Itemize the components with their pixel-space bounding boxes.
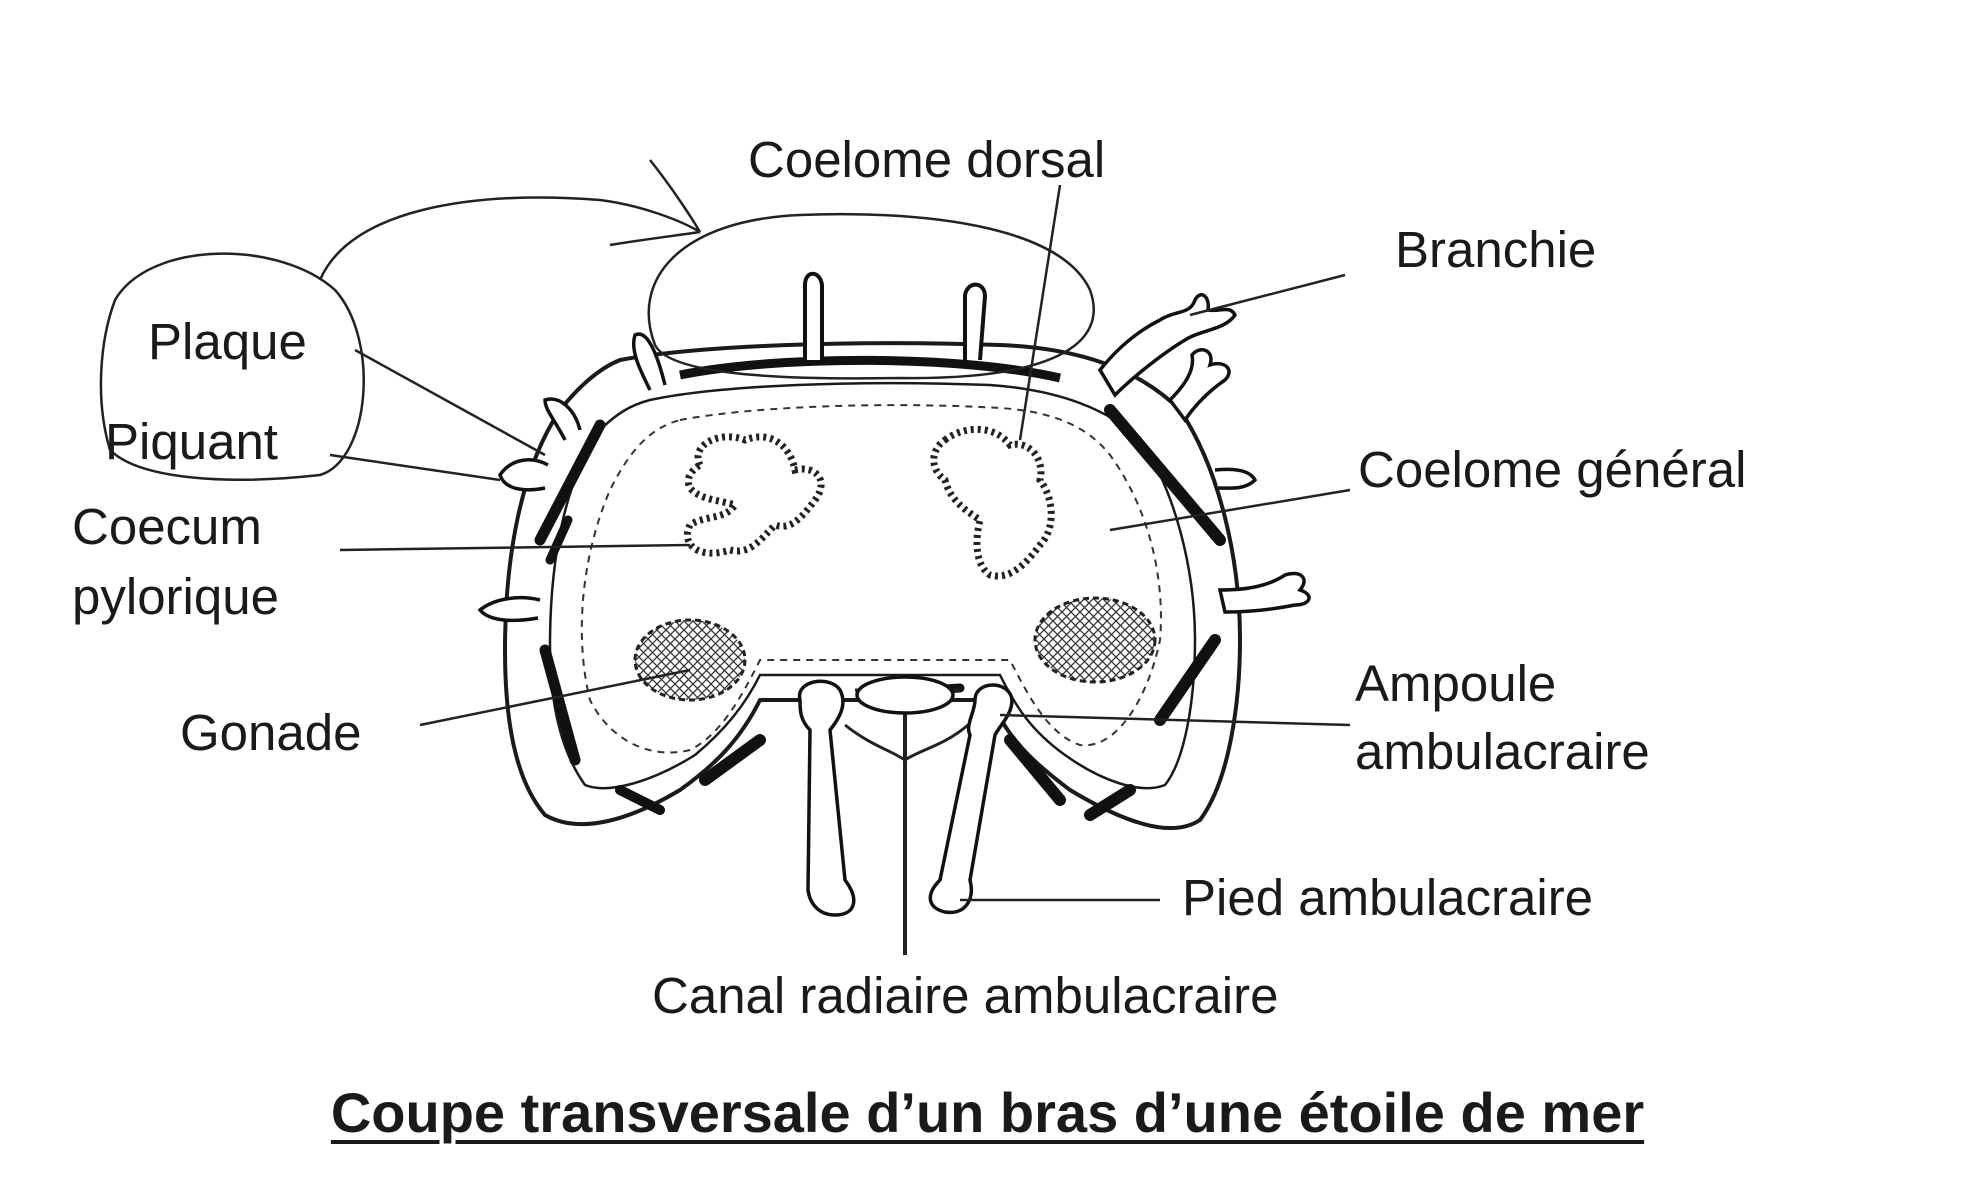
- label-coecum-line2: pylorique: [72, 568, 279, 625]
- label-pied-ambulacraire: Pied ambulacraire: [1182, 869, 1594, 926]
- tube-foot-left: [797, 679, 856, 917]
- ambulacral-groove: [844, 723, 969, 762]
- lateral-spine-left-1: [498, 458, 549, 492]
- label-coelome-dorsal: Coelome dorsal: [748, 131, 1106, 188]
- label-coecum-line1: Coecum: [72, 498, 262, 555]
- pyloric-caecum-right: [930, 425, 1055, 580]
- gill-right-2: [1167, 348, 1231, 424]
- coelome-general-boundary: [580, 404, 1162, 754]
- pyloric-caecum-left: [684, 433, 825, 557]
- handdrawn-circle-labels: [99, 252, 365, 481]
- diagram-title: Coupe transversale d’un bras d’une étoil…: [0, 1080, 1975, 1145]
- gill-right-3: [1214, 467, 1258, 490]
- body-wall-inner: [548, 381, 1197, 790]
- handdrawn-arrow: [318, 159, 702, 281]
- body-wall-outer: [502, 341, 1243, 830]
- label-ampoule-line1: Ampoule: [1355, 655, 1557, 712]
- label-canal-radiaire: Canal radiaire ambulacraire: [652, 967, 1279, 1024]
- dorsal-spine-2: [963, 282, 988, 361]
- dorsal-spine-left: [632, 332, 667, 391]
- diagram-title-text: Coupe transversale d’un bras d’une étoil…: [330, 1081, 1645, 1144]
- gill-right-4: [1217, 571, 1311, 614]
- label-gonade: Gonade: [180, 704, 362, 761]
- gonad-left: [633, 618, 747, 702]
- ampulla: [855, 675, 955, 715]
- label-ampoule-line2: ambulacraire: [1355, 723, 1650, 780]
- label-branchie: Branchie: [1395, 221, 1597, 278]
- handdrawn-circle-dorsal: [647, 212, 1095, 380]
- label-plaque: Plaque: [148, 313, 307, 370]
- label-piquant: Piquant: [105, 413, 278, 470]
- gonad-right: [1033, 596, 1157, 684]
- label-coelome-general: Coelome général: [1358, 441, 1747, 498]
- leader-lines: [329, 184, 1351, 902]
- dorsal-band: [679, 355, 1062, 383]
- lateral-spine-left-3: [477, 595, 541, 623]
- lateral-spine-left-2: [543, 397, 582, 441]
- tube-foot-right: [928, 683, 1014, 915]
- skeletal-plates: [534, 404, 1226, 821]
- dorsal-spine-1: [803, 271, 824, 360]
